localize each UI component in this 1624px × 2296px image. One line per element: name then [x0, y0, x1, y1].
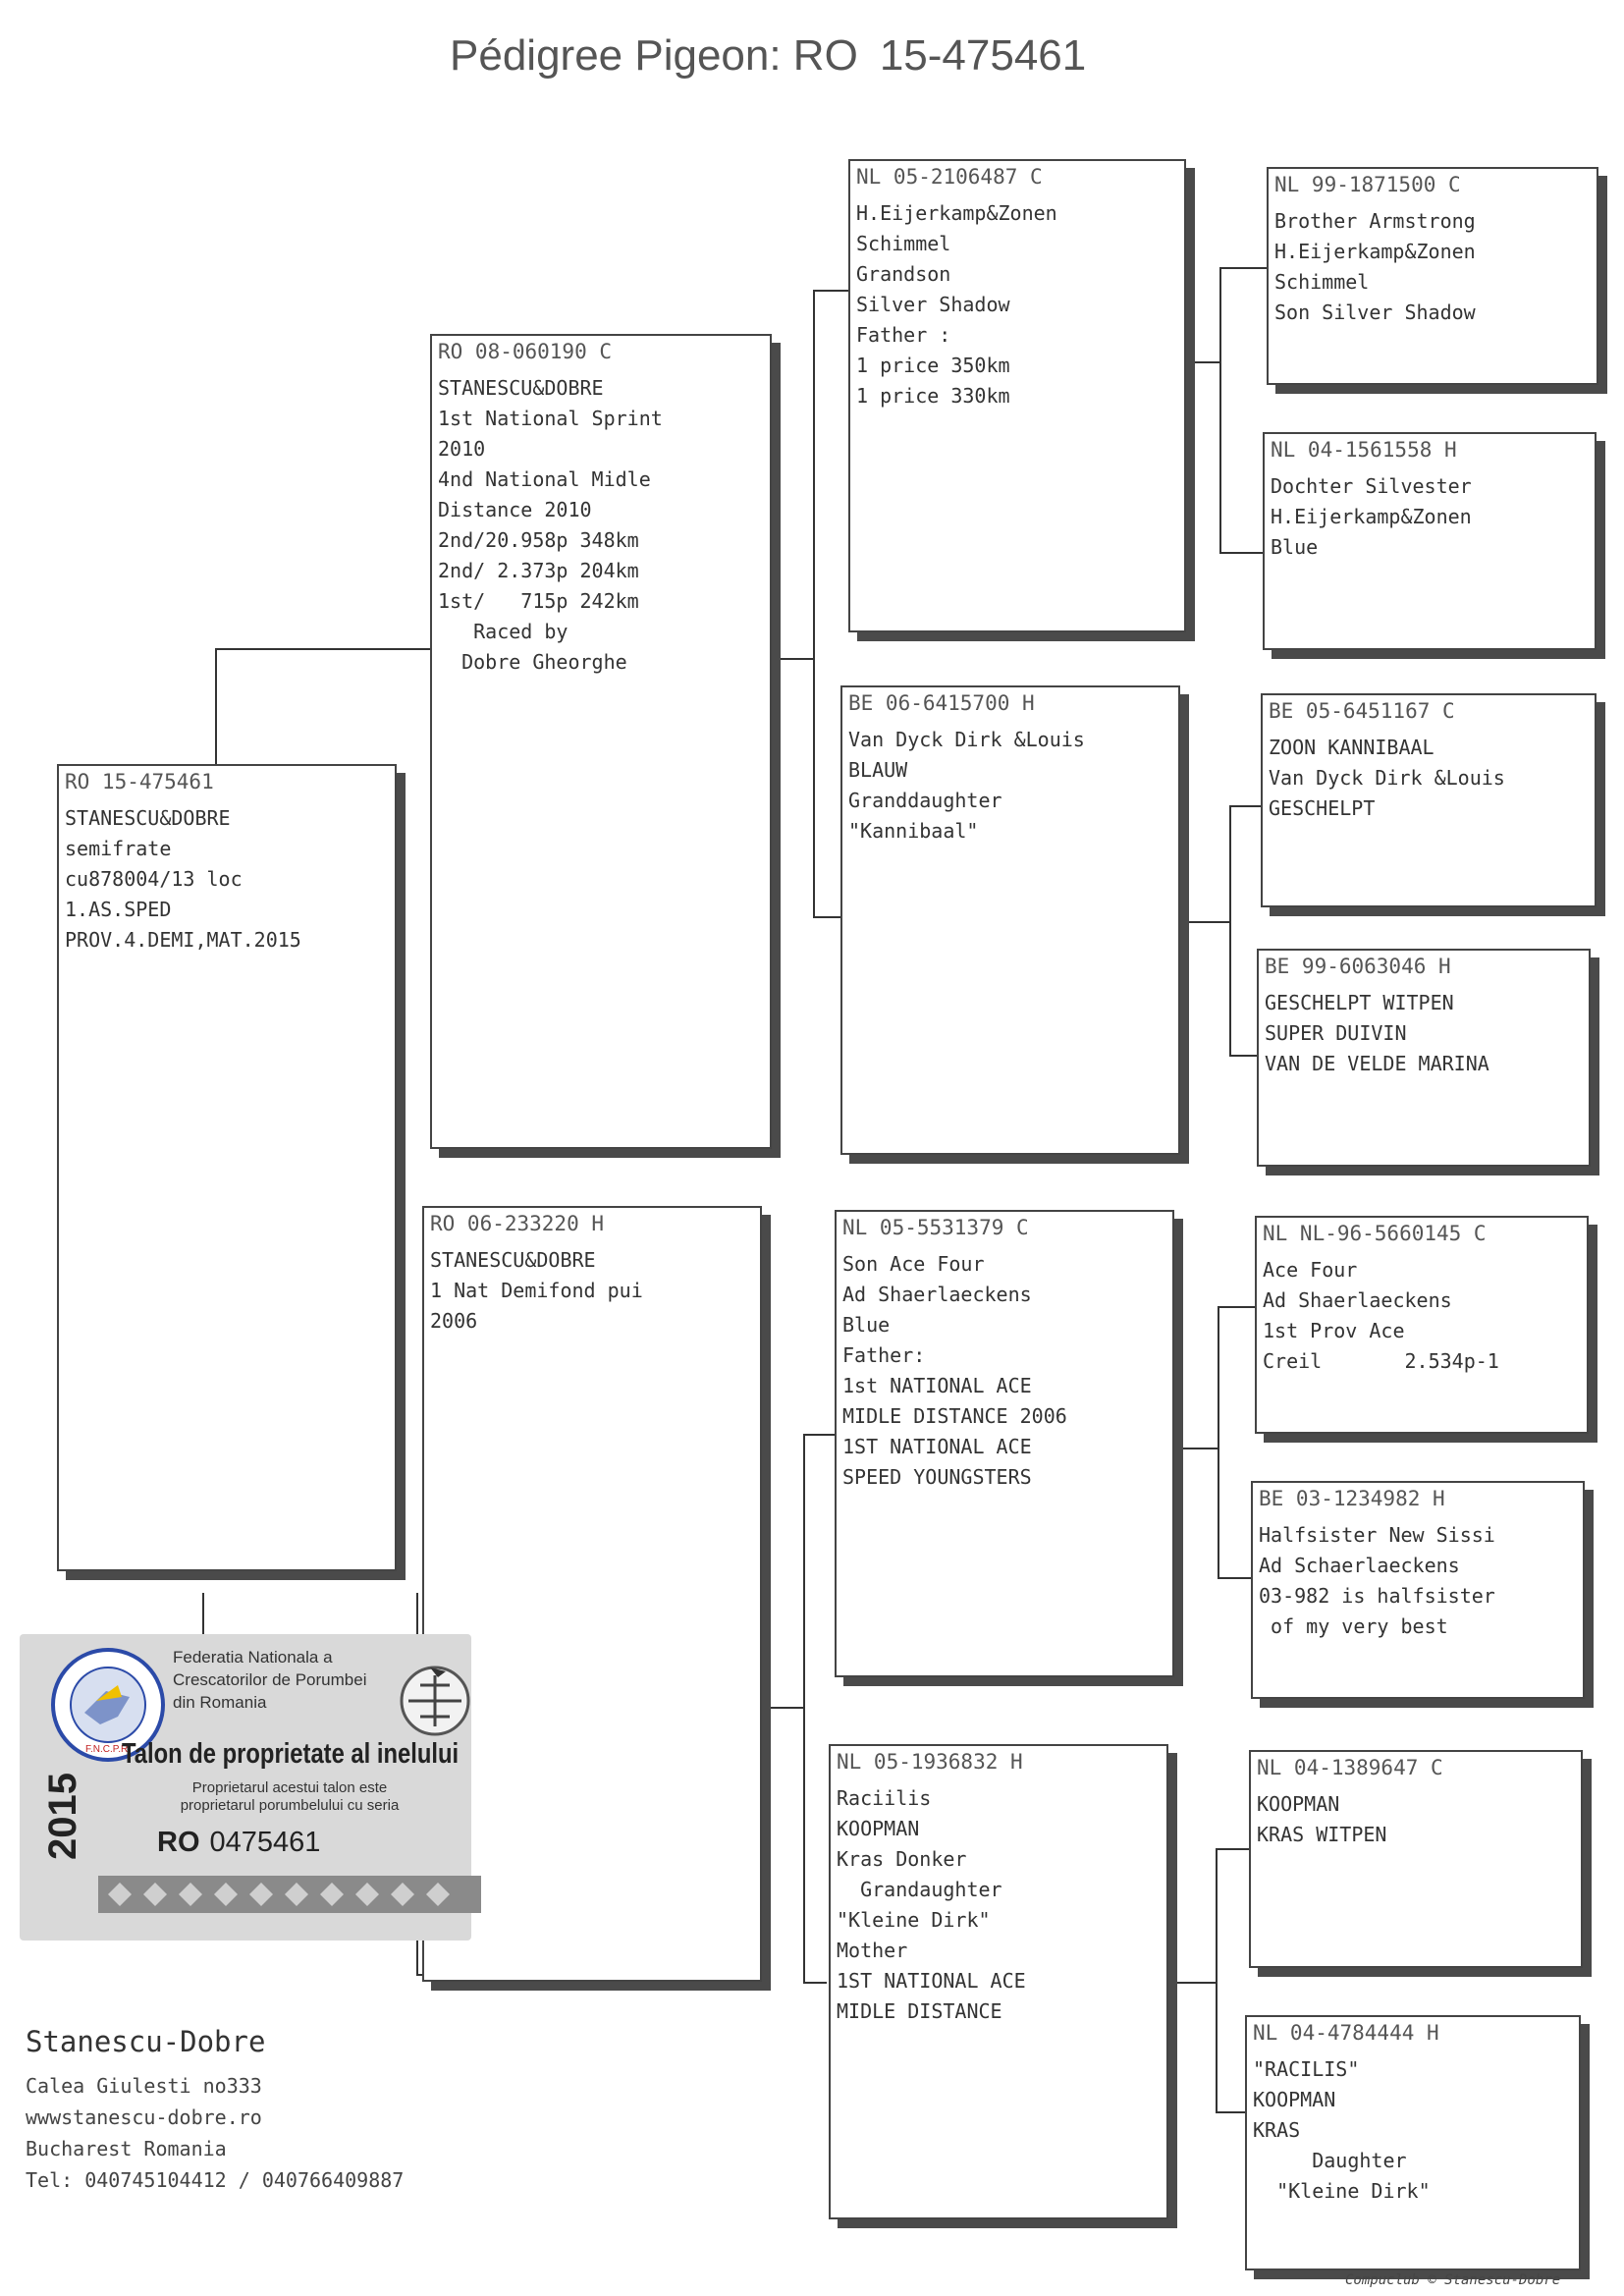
ring-number: NL 05-1936832 H	[837, 1750, 1023, 1774]
ring-number: NL 05-5531379 C	[842, 1216, 1029, 1239]
ring-ownership-card: F.N.C.P.R. Federatia Nationala a Crescat…	[20, 1634, 481, 1941]
ring-number: RO 15-475461	[65, 770, 214, 793]
pigeon-card-ggp-7: NL 04-1389647 C KOOPMAN KRAS WITPEN	[1249, 1750, 1583, 1968]
ring-number: RO 08-060190 C	[438, 340, 613, 363]
breeder-phone: Tel: 040745104412 / 040766409887	[26, 2168, 405, 2192]
ring-number: BE 05-6451167 C	[1269, 699, 1455, 723]
talon-subtitle: Proprietarul acestui talon este propriet…	[180, 1779, 400, 1814]
breeder-name: Stanescu-Dobre	[26, 2025, 266, 2058]
ring-number: RO 06-233220 H	[430, 1212, 605, 1235]
ring-number: BE 03-1234982 H	[1259, 1487, 1445, 1510]
pigeon-card-ggp-5: NL NL-96-5660145 C Ace Four Ad Shaerlaec…	[1255, 1216, 1589, 1434]
pigeon-card-granddam-dam-side: NL 05-1936832 H Raciilis KOOPMAN Kras Do…	[829, 1744, 1168, 2219]
pigeon-card-subject: RO 15-475461 STANESCU&DOBRE semifrate cu…	[57, 764, 397, 1571]
decorative-pattern	[98, 1876, 481, 1913]
ring-number: BE 99-6063046 H	[1265, 955, 1451, 978]
talon-title: Talon de proprietate al inelului	[122, 1738, 460, 1770]
svg-text:F.N.C.P.R.: F.N.C.P.R.	[85, 1744, 131, 1755]
talon-year: 2015	[41, 1773, 84, 1860]
pigeon-card-granddam-sire-side: BE 06-6415700 H Van Dyck Dirk &Louis BLA…	[840, 685, 1180, 1155]
pigeon-card-ggp-6: BE 03-1234982 H Halfsister New Sissi Ad …	[1251, 1481, 1585, 1699]
ring-number: NL 04-1561558 H	[1271, 438, 1457, 462]
fcf-emblem-icon	[400, 1666, 470, 1736]
ring-number: NL 04-1389647 C	[1257, 1756, 1443, 1779]
ring-number: NL NL-96-5660145 C	[1263, 1222, 1487, 1245]
pigeon-card-sire: RO 08-060190 C STANESCU&DOBRE 1st Nation…	[430, 334, 772, 1149]
ring-number: NL 05-2106487 C	[856, 165, 1043, 189]
breeder-info: Stanescu-Dobre Calea Giulesti no333 wwws…	[26, 2025, 404, 2196]
federation-name: Federatia Nationala a Crescatorilor de P…	[173, 1648, 367, 1712]
pigeon-card-ggp-8: NL 04-4784444 H "RACILIS" KOOPMAN KRAS D…	[1245, 2015, 1581, 2270]
federation-logo: F.N.C.P.R.	[51, 1648, 165, 1762]
breeder-address: Calea Giulesti no333	[26, 2074, 262, 2098]
pigeon-card-ggp-1: NL 99-1871500 C Brother Armstrong H.Eije…	[1267, 167, 1598, 385]
breeder-city: Bucharest Romania	[26, 2137, 227, 2160]
pigeon-card-grandsire-dam-side: NL 05-5531379 C Son Ace Four Ad Shaerlae…	[835, 1210, 1174, 1677]
ring-number: NL 04-4784444 H	[1253, 2021, 1439, 2045]
pigeon-card-dam: RO 06-233220 H STANESCU&DOBRE 1 Nat Demi…	[422, 1206, 762, 1982]
ring-number: NL 99-1871500 C	[1274, 173, 1461, 196]
pigeon-card-ggp-2: NL 04-1561558 H Dochter Silvester H.Eije…	[1263, 432, 1597, 650]
software-credit: Compuclub © Stanescu-Dobre	[1345, 2272, 1561, 2288]
pigeon-card-ggp-3: BE 05-6451167 C ZOON KANNIBAAL Van Dyck …	[1261, 693, 1597, 907]
pigeon-card-ggp-4: BE 99-6063046 H GESCHELPT WITPEN SUPER D…	[1257, 949, 1591, 1167]
pigeon-card-grandsire-sire-side: NL 05-2106487 C H.Eijerkamp&Zonen Schimm…	[848, 159, 1186, 632]
breeder-website: wwwstanescu-dobre.ro	[26, 2105, 262, 2129]
ring-number: BE 06-6415700 H	[848, 691, 1035, 715]
